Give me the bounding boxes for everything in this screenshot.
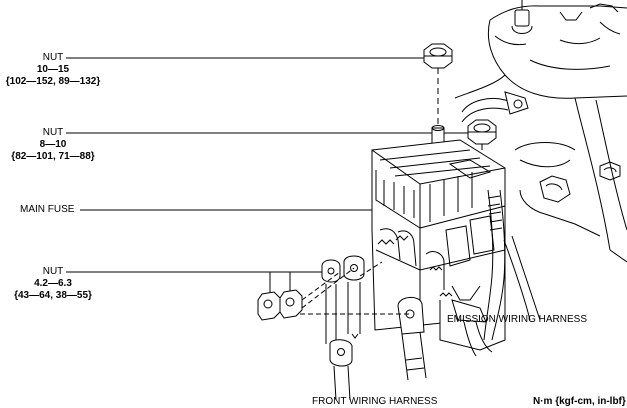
torque-alt: {102—152, 89—132} (5, 76, 101, 87)
callout-nut-lower: NUT 4.2—6.3 {43—64, 38—55} (3, 266, 103, 302)
torque-nm: 4.2—6.3 (34, 278, 72, 289)
torque-units-label: N·m {kgf-cm, in-lbf} (533, 396, 626, 407)
callout-title: NUT (42, 266, 64, 277)
callout-nut-upper: NUT 10—15 {102—152, 89—132} (3, 52, 103, 88)
nut-upper-illustration (423, 43, 453, 151)
torque-nm: 10—15 (36, 64, 70, 75)
torque-alt: {43—64, 38—55} (14, 290, 92, 301)
callout-title: NUT (42, 52, 64, 63)
emission-harness-illustration (451, 189, 541, 357)
emission-harness-label: EMISSION WIRING HARNESS (447, 314, 588, 325)
torque-alt: {82—101, 71—88} (11, 151, 95, 162)
small-nuts-illustration (257, 261, 410, 321)
callout-nut-middle: NUT 8—10 {82—101, 71—88} (3, 127, 103, 163)
callout-main-fuse: MAIN FUSE (20, 204, 75, 215)
engine-background (454, 0, 627, 263)
ring-terminals-illustration (321, 255, 427, 401)
front-harness-label: FRONT WIRING HARNESS (312, 396, 438, 407)
callout-title: NUT (42, 127, 64, 138)
leader-lines (66, 57, 476, 296)
torque-nm: 8—10 (39, 139, 67, 150)
